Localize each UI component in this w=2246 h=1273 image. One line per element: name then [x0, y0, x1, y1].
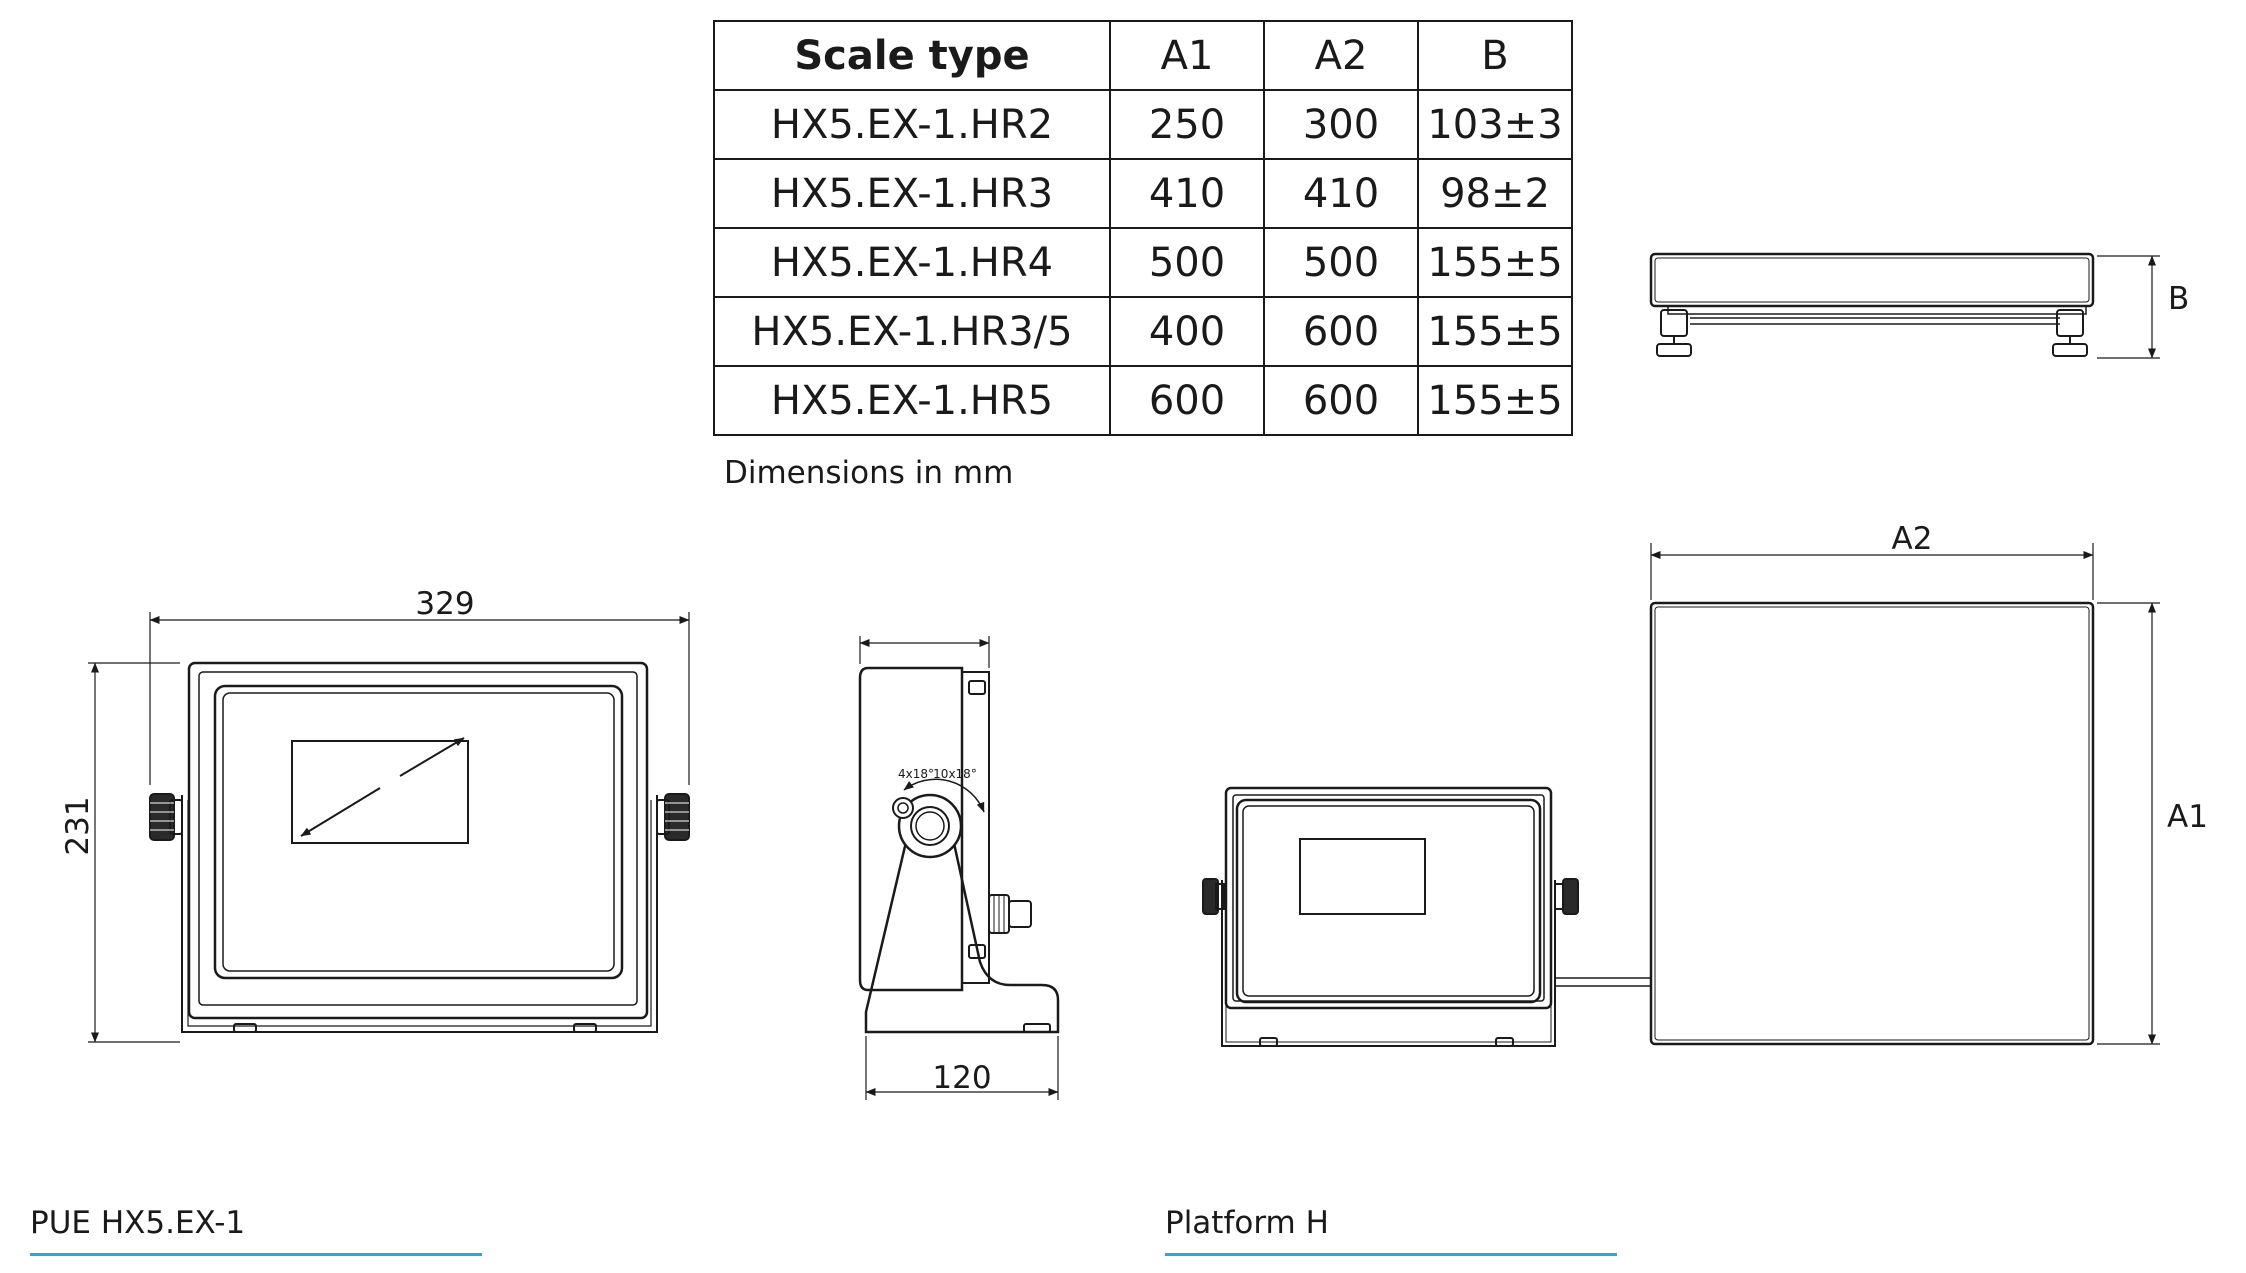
cell-a1: 410 — [1109, 158, 1265, 229]
platform-top-dimensions — [1650, 543, 2160, 1045]
cell-scale-type: HX5.EX-1.HR2 — [713, 89, 1111, 160]
platform-caption: Platform H — [1165, 1205, 1617, 1256]
cell-b: 98±2 — [1417, 158, 1573, 229]
indicator-side-view — [858, 666, 1060, 1034]
table-header-row: Scale type A1 A2 B — [713, 20, 1573, 91]
cell-scale-type: HX5.EX-1.HR5 — [713, 365, 1111, 436]
dimensions-note: Dimensions in mm — [724, 455, 1014, 491]
table-row: HX5.EX-1.HR5 600 600 155±5 — [713, 365, 1573, 436]
cell-b: 155±5 — [1417, 296, 1573, 367]
table-row: HX5.EX-1.HR3 410 410 98±2 — [713, 158, 1573, 229]
cell-a1: 400 — [1109, 296, 1265, 367]
angle-label-right: 10x18° — [933, 767, 977, 781]
platform-side-dimensions — [2097, 255, 2160, 359]
cell-scale-type: HX5.EX-1.HR4 — [713, 227, 1111, 298]
depth-dimension-label: 120 — [932, 1060, 991, 1096]
cell-b: 155±5 — [1417, 365, 1573, 436]
header-a2: A2 — [1263, 20, 1419, 91]
cell-a2: 300 — [1263, 89, 1419, 160]
cell-b: 103±3 — [1417, 89, 1573, 160]
cell-a1: 600 — [1109, 365, 1265, 436]
header-a1: A1 — [1109, 20, 1265, 91]
platform-top-view — [1649, 601, 2095, 1046]
platform-side-view — [1649, 252, 2095, 357]
header-b: B — [1417, 20, 1573, 91]
table-row: HX5.EX-1.HR4 500 500 155±5 — [713, 227, 1573, 298]
table-row: HX5.EX-1.HR2 250 300 103±3 — [713, 89, 1573, 160]
a1-dimension-label: A1 — [2167, 799, 2208, 835]
width-dimension-label: 329 — [415, 586, 474, 622]
cell-a2: 500 — [1263, 227, 1419, 298]
indicator-front-view — [149, 661, 690, 1033]
cell-scale-type: HX5.EX-1.HR3/5 — [713, 296, 1111, 367]
cell-a2: 600 — [1263, 296, 1419, 367]
cell-a1: 250 — [1109, 89, 1265, 160]
indicator-caption: PUE HX5.EX-1 — [30, 1205, 482, 1256]
a2-dimension-label: A2 — [1892, 521, 1933, 557]
cell-b: 155±5 — [1417, 227, 1573, 298]
table-row: HX5.EX-1.HR3/5 400 600 155±5 — [713, 296, 1573, 367]
cell-a1: 500 — [1109, 227, 1265, 298]
b-dimension-label: B — [2168, 281, 2189, 317]
dimensions-table: Scale type A1 A2 B HX5.EX-1.HR2 250 300 … — [713, 20, 1573, 436]
height-dimension-label: 231 — [60, 796, 96, 855]
cell-a2: 600 — [1263, 365, 1419, 436]
indicator-side-dimensions — [859, 636, 1059, 1100]
cell-a2: 410 — [1263, 158, 1419, 229]
header-scale-type: Scale type — [713, 20, 1111, 91]
platform-indicator-view — [1202, 786, 1651, 1047]
indicator-front-dimensions — [88, 612, 690, 1043]
angle-label-left: 4x18° — [898, 767, 934, 781]
cell-scale-type: HX5.EX-1.HR3 — [713, 158, 1111, 229]
